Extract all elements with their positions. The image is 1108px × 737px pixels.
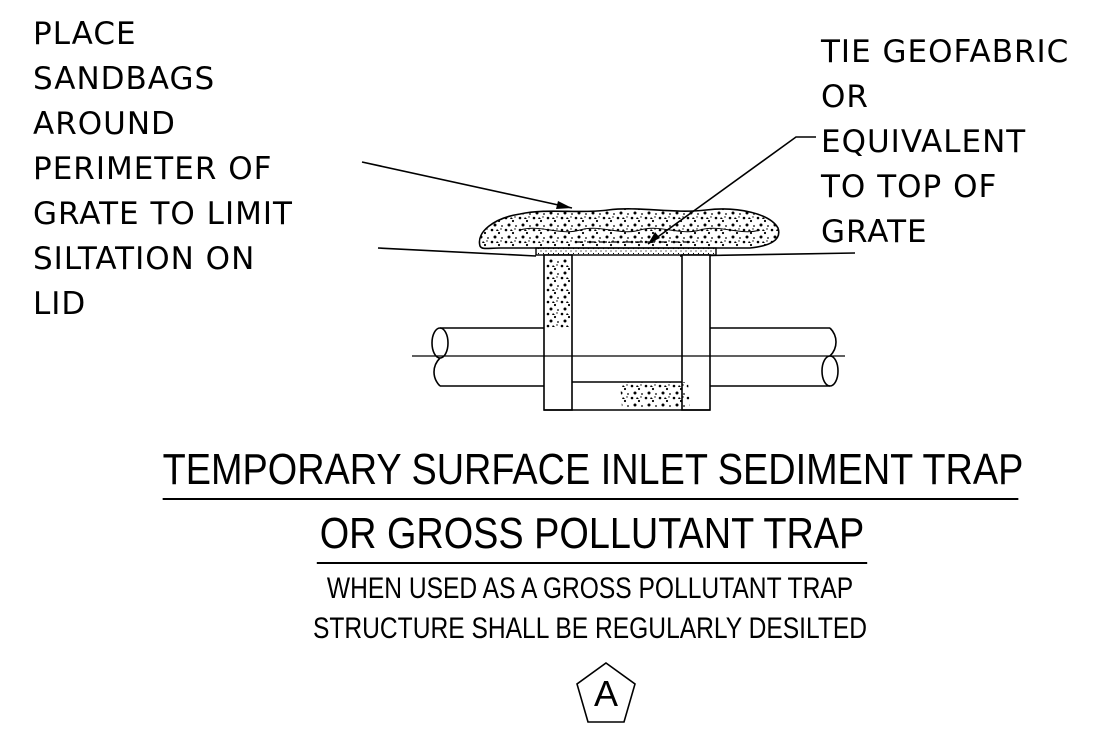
pipe-end-left-break: [433, 357, 441, 387]
detail-marker: A: [574, 660, 638, 726]
callout-sandbags-line: SANDBAGS: [33, 61, 216, 97]
callout-sandbags-line: PERIMETER OF: [33, 151, 273, 187]
callout-sandbags-line: PLACE: [33, 16, 137, 52]
drawing-title-line2: OR GROSS POLLUTANT TRAP: [316, 508, 868, 564]
callout-sandbags: PLACE SANDBAGS AROUND PERIMETER OF GRATE…: [33, 12, 293, 327]
callout-geofabric-line: TO TOP OF: [821, 169, 998, 205]
leader-grate: [377, 247, 537, 257]
pipe-end-left: [431, 327, 449, 359]
pentagon-icon: [576, 662, 636, 723]
pipe-end-right-break: [829, 327, 837, 357]
drawing-note-line2: STRUCTURE SHALL BE REGULARLY DESILTED: [312, 612, 868, 645]
callout-geofabric-line: OR: [821, 79, 869, 115]
callout-geofabric: TIE GEOFABRIC OR EQUIVALENT TO TOP OF GR…: [821, 30, 1069, 255]
detail-marker-label: A: [593, 673, 618, 714]
drawing-title: TEMPORARY SURFACE INLET SEDIMENT TRAP: [162, 444, 1023, 500]
pit-wall-left-fill: [546, 258, 570, 328]
callout-geofabric-line: EQUIVALENT: [821, 124, 1027, 160]
callout-sandbags-line: SILTATION ON: [33, 241, 256, 277]
callout-geofabric-line: GRATE: [821, 214, 928, 250]
inlet-section-drawing: [361, 136, 856, 411]
grate: [535, 247, 717, 256]
callout-sandbags-line: LID: [33, 286, 87, 322]
sediment: [620, 382, 690, 408]
pipe-end-right: [821, 355, 839, 387]
leader-sandbags-arrow: [556, 201, 572, 209]
sandbag-mound: [478, 208, 780, 250]
callout-sandbags-line: GRATE TO LIMIT: [33, 196, 293, 232]
drawing-note: WHEN USED AS A GROSS POLLUTANT TRAP: [326, 572, 854, 605]
callout-sandbags-line: AROUND: [33, 106, 176, 142]
leader-sandbags: [361, 161, 573, 209]
callout-geofabric-line: TIE GEOFABRIC: [821, 34, 1070, 70]
leader-geofabric: [647, 136, 816, 245]
